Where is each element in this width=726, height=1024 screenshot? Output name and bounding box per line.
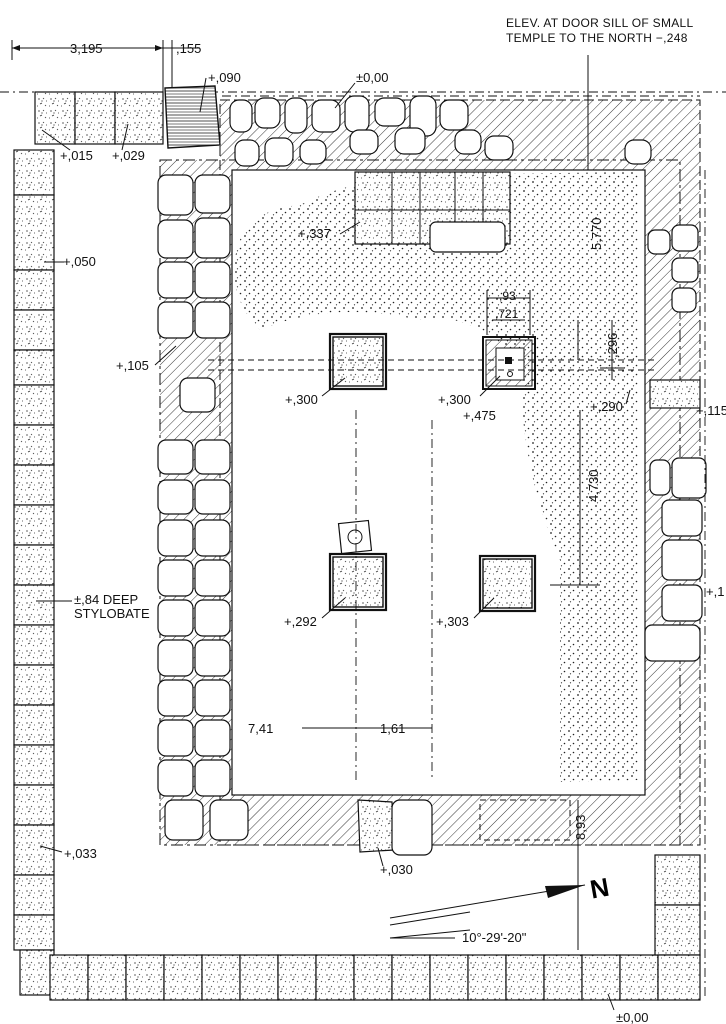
elev-1: +,1: [706, 584, 724, 599]
entrance-threshold: [354, 171, 511, 253]
pier-offset-label: ,296: [605, 333, 620, 358]
elevation-note-line2: TEMPLE TO THE NORTH −,248: [506, 31, 688, 45]
elev-303: +,303: [436, 614, 469, 629]
pier-ne: [482, 336, 536, 390]
span-left-label: 7,41: [248, 721, 273, 736]
entrance-stone-south: [357, 799, 571, 856]
elev-090: +,090: [208, 70, 241, 85]
rubble-top: [229, 95, 652, 167]
stylobate-line1: ±,84 DEEP: [74, 592, 138, 607]
elev-033: +,033: [64, 846, 97, 861]
span-vertical-label: 4,730: [586, 469, 601, 502]
offset-label: ,155: [176, 41, 201, 56]
elev-015: +,015: [60, 148, 93, 163]
elev-115: +,115: [696, 403, 726, 418]
top-dimension: 3,195 ,155: [11, 40, 201, 92]
elev-050: +,050: [63, 254, 96, 269]
pier-inner-label: ,721: [495, 307, 519, 321]
stippled-floor: [234, 172, 640, 782]
north-angle-label: 10°-29'-20": [462, 930, 527, 945]
elev-292: +,292: [284, 614, 317, 629]
pier-width-label: ,93: [499, 289, 516, 303]
span-mid-label: 1,61: [380, 721, 405, 736]
elevation-note: ELEV. AT DOOR SILL OF SMALL TEMPLE TO TH…: [506, 16, 694, 45]
elev-290: +,290: [590, 399, 623, 414]
leader-lines: [36, 77, 631, 1011]
north-letter: N: [588, 872, 612, 905]
outer-wall-left: [13, 149, 55, 996]
inner-depth-label: 5,770: [589, 217, 604, 250]
rubble-left: [157, 174, 249, 841]
pier-sw: [328, 519, 388, 612]
elev-000-top: ±0,00: [356, 70, 388, 85]
pier-nw: [328, 332, 388, 391]
elev-300a: +,300: [285, 392, 318, 407]
north-arrow: N 10°-29'-20": [389, 872, 612, 945]
pier-se: [478, 554, 537, 613]
wall-width-label: 3,195: [70, 41, 103, 56]
outer-wall-top: [34, 85, 221, 149]
elev-105: +,105: [116, 358, 149, 373]
elev-300b: +,300: [438, 392, 471, 407]
elev-029: +,029: [112, 148, 145, 163]
outer-wall-bottom: [49, 854, 701, 1001]
span-lower-label: 8,93: [573, 815, 588, 840]
rubble-right: [644, 224, 707, 662]
elev-475: +,475: [463, 408, 496, 423]
span-dimensions: 7,41 1,61: [248, 721, 432, 736]
elev-337: +,337: [298, 226, 331, 241]
pier-dimension: ,93 ,721: [486, 289, 531, 335]
elev-000-bottom: ±0,00: [616, 1010, 648, 1024]
elev-030: +,030: [380, 862, 413, 877]
stylobate-note: ±,84 DEEP STYLOBATE: [74, 592, 150, 621]
elevation-note-line1: ELEV. AT DOOR SILL OF SMALL: [506, 16, 694, 30]
stylobate-line2: STYLOBATE: [74, 606, 150, 621]
elevation-labels: +,090 ±0,00 +,015 +,029 +,050 +,337 +,10…: [60, 70, 726, 1024]
axis-lines: [208, 320, 655, 950]
